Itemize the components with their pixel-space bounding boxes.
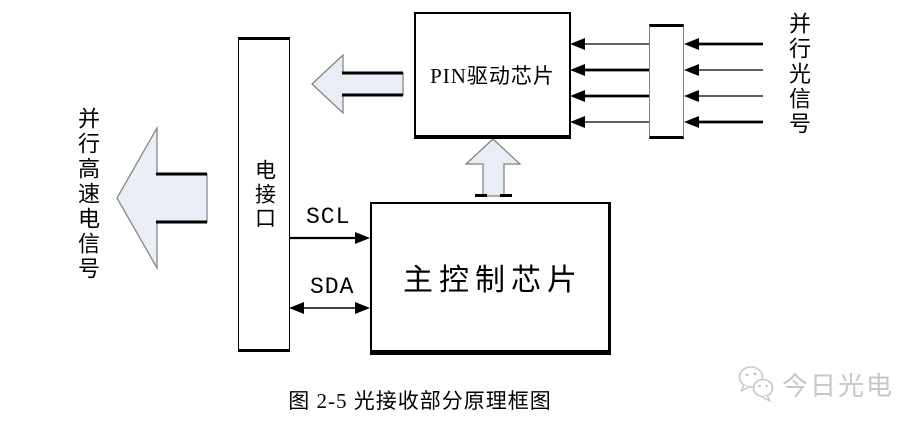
main-control-chip-box: 主控制芯片 <box>370 202 611 355</box>
scl-label: SCL <box>306 204 351 230</box>
scl-arrow <box>290 232 370 244</box>
watermark: 今日光电 <box>736 364 894 404</box>
parallel-optical-signal-label: 并行光信号 <box>786 12 811 137</box>
block-arrow-pin-to-interface <box>311 53 404 115</box>
sda-label: SDA <box>310 274 355 300</box>
figure-caption: 图 2-5 光接收部分原理框图 <box>288 389 552 413</box>
block-arrow-left-output <box>116 125 208 271</box>
pin-driver-chip-box: PIN驱动芯片 <box>414 12 571 139</box>
wechat-icon <box>738 366 774 402</box>
optical-input-arrows <box>684 38 763 128</box>
block-arrow-main-to-pin <box>464 138 522 197</box>
photodiode-strip-box <box>649 24 684 139</box>
watermark-text: 今日光电 <box>782 371 895 401</box>
electrical-interface-box: 电接口 <box>238 37 290 352</box>
parallel-electrical-signal-label: 并行高速电信号 <box>75 107 100 282</box>
pin-driver-chip-label: PIN驱动芯片 <box>430 63 555 88</box>
pd-to-pin-arrows <box>570 38 650 128</box>
sda-arrow <box>289 302 370 314</box>
electrical-interface-label: 电接口 <box>252 158 277 231</box>
main-control-chip-label: 主控制芯片 <box>403 264 583 297</box>
